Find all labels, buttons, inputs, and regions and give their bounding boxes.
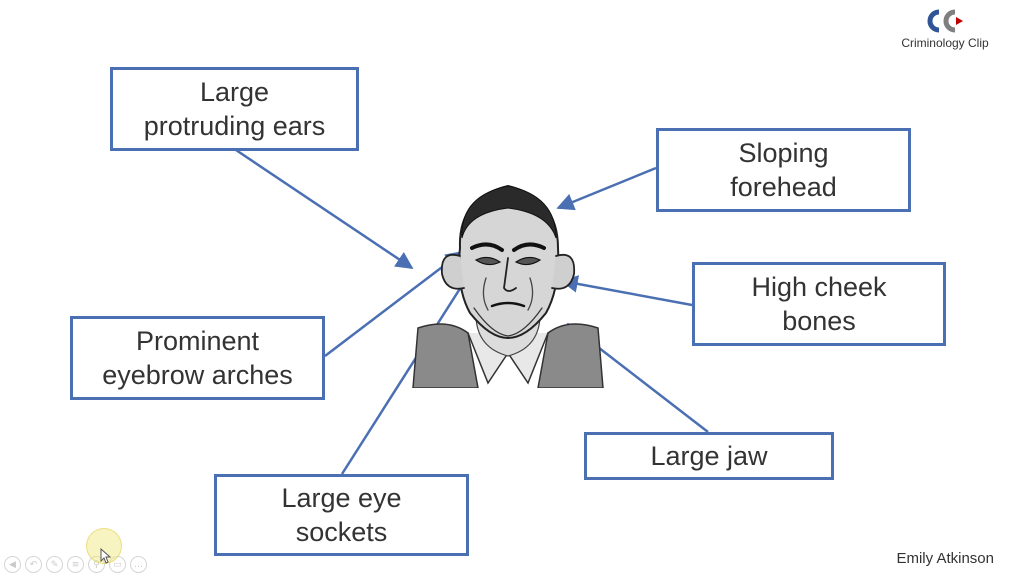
- label-large-jaw: Large jaw: [584, 432, 834, 480]
- label-text-cheek: High cheek bones: [751, 270, 886, 338]
- label-large-protruding-ears: Large protruding ears: [110, 67, 359, 151]
- author-name: Emily Atkinson: [896, 550, 994, 567]
- arrow-ears: [236, 150, 412, 268]
- back-icon[interactable]: ↶: [25, 556, 42, 573]
- mouse-pointer-icon: [100, 548, 112, 564]
- label-text-eye-sockets: Large eye sockets: [281, 481, 401, 549]
- menu-icon[interactable]: ≡: [67, 556, 84, 573]
- criminology-clip-logo-icon: [923, 8, 967, 34]
- more-icon[interactable]: …: [130, 556, 147, 573]
- label-text-forehead: Sloping forehead: [730, 136, 837, 204]
- pen-icon[interactable]: ✎: [46, 556, 63, 573]
- label-high-cheek-bones: High cheek bones: [692, 262, 946, 346]
- label-prominent-eyebrow-arches: Prominent eyebrow arches: [70, 316, 325, 400]
- label-sloping-forehead: Sloping forehead: [656, 128, 911, 212]
- label-text-jaw: Large jaw: [650, 439, 767, 473]
- label-text-eyebrow: Prominent eyebrow arches: [102, 324, 293, 392]
- face-illustration: [408, 178, 608, 388]
- label-large-eye-sockets: Large eye sockets: [214, 474, 469, 556]
- prev-icon[interactable]: ◀: [4, 556, 21, 573]
- logo-text: Criminology Clip: [890, 36, 1000, 50]
- slideshow-controls: ◀ ↶ ✎ ≡ ⚲ ▭ …: [4, 556, 147, 573]
- label-text-ears: Large protruding ears: [144, 75, 326, 143]
- criminology-clip-logo: Criminology Clip: [890, 8, 1000, 50]
